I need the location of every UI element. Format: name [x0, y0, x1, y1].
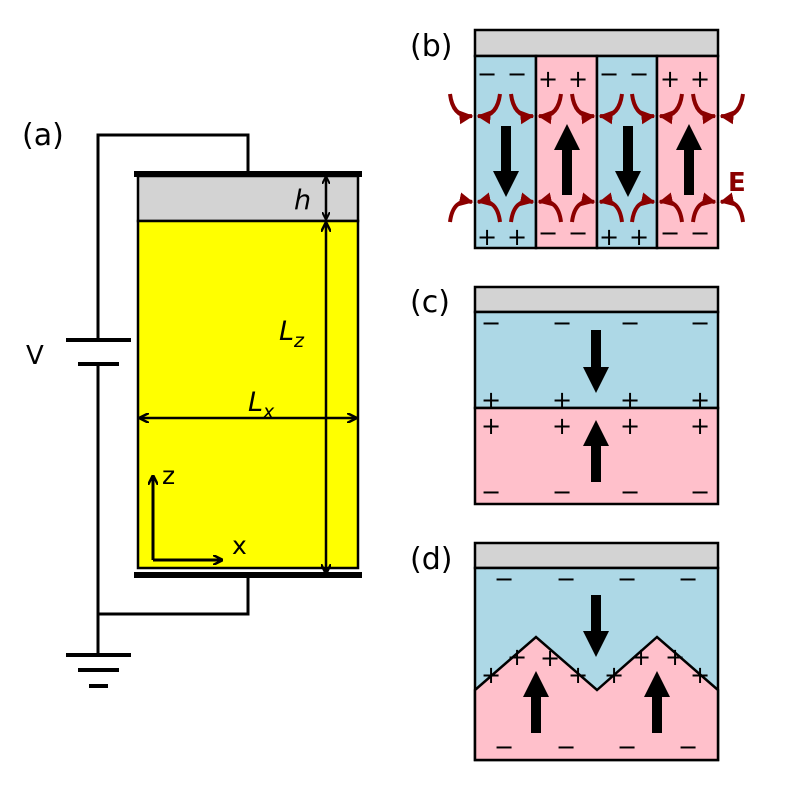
positive-charge: + — [477, 223, 497, 251]
x-axis-label: x — [232, 531, 247, 560]
positive-charge: + — [568, 65, 588, 93]
field-line-arrow — [476, 192, 502, 223]
positive-charge: + — [568, 661, 588, 689]
negative-charge: − — [620, 478, 640, 506]
positive-charge: + — [660, 65, 680, 93]
positive-charge: + — [540, 644, 560, 672]
positive-charge: + — [552, 412, 572, 440]
field-line-arrow — [537, 93, 563, 125]
panel-b-label: (b) — [410, 29, 452, 64]
positive-charge: + — [604, 661, 624, 689]
negative-charge: − — [629, 60, 649, 88]
positive-charge: + — [631, 643, 651, 671]
negative-charge: − — [556, 565, 576, 593]
field-line-arrow — [448, 93, 474, 125]
ground-icon — [66, 653, 131, 688]
panel-d: (d) −−−−−−−−++++++++ — [410, 541, 720, 762]
field-line-arrow — [570, 192, 596, 223]
negative-charge: − — [617, 733, 637, 761]
electrode-d — [473, 541, 720, 570]
field-line-arrow — [658, 93, 684, 125]
positive-charge: + — [507, 223, 527, 251]
field-line-arrow — [719, 192, 745, 223]
negative-charge: − — [538, 219, 558, 247]
positive-charge: + — [507, 643, 527, 671]
field-line-arrow — [691, 93, 717, 125]
panel-c-label: (c) — [410, 285, 450, 320]
field-line-arrow — [570, 93, 596, 125]
negative-charge: − — [690, 478, 710, 506]
polarization-arrow-up — [644, 671, 670, 733]
positive-charge: + — [538, 65, 558, 93]
panel-a: (a) V h Lz Lx z x — [22, 118, 362, 688]
panel-d-label: (d) — [410, 542, 452, 577]
field-line-arrow — [630, 192, 656, 223]
positive-charge: + — [690, 386, 710, 414]
panel-c: (c) −++−−++−−++−−++− — [410, 285, 720, 506]
field-line-arrow — [509, 192, 535, 223]
polarization-arrow-down — [583, 330, 609, 393]
circuit-wire — [96, 133, 250, 340]
circuit-wire — [98, 577, 250, 616]
positive-charge: + — [599, 223, 619, 251]
negative-charge: − — [481, 309, 501, 337]
field-line-arrow — [598, 93, 624, 125]
negative-charge: − — [599, 60, 619, 88]
positive-charge: + — [690, 661, 710, 689]
field-line-arrow — [509, 93, 535, 125]
positive-charge: + — [620, 412, 640, 440]
field-line-arrow — [476, 93, 502, 125]
negative-charge: − — [507, 60, 527, 88]
negative-charge: − — [481, 478, 501, 506]
positive-charge: + — [665, 643, 685, 671]
e-field-label: E — [728, 168, 746, 198]
field-line-arrow — [691, 192, 717, 223]
negative-charge: − — [690, 309, 710, 337]
negative-charge: − — [494, 733, 514, 761]
positive-charge: + — [629, 223, 649, 251]
negative-charge: − — [690, 219, 710, 247]
field-line-arrow — [598, 192, 624, 223]
negative-charge: − — [552, 478, 572, 506]
field-line-arrow — [448, 192, 474, 223]
negative-charge: − — [552, 309, 572, 337]
polarization-arrow-down — [583, 595, 609, 657]
polarization-arrow-up — [554, 124, 580, 195]
panel-a-label: (a) — [22, 118, 64, 153]
polarization-arrow-down — [615, 126, 641, 197]
electrode-b — [473, 28, 720, 58]
polarization-arrow-up — [583, 420, 609, 482]
field-line-arrow — [658, 192, 684, 223]
negative-charge: − — [620, 309, 640, 337]
field-line-arrow — [630, 93, 656, 125]
field-line-arrow — [537, 192, 563, 223]
lx-label: Lx — [248, 387, 275, 423]
negative-charge: − — [556, 733, 576, 761]
lz-label: Lz — [279, 316, 305, 352]
positive-charge: + — [481, 412, 501, 440]
electrode-c — [473, 285, 720, 314]
negative-charge: − — [494, 565, 514, 593]
negative-charge: − — [617, 565, 637, 593]
voltage-label: V — [26, 341, 44, 371]
positive-charge: + — [552, 386, 572, 414]
negative-charge: − — [568, 219, 588, 247]
positive-charge: + — [690, 412, 710, 440]
field-line-arrow — [719, 93, 745, 125]
positive-charge: + — [690, 65, 710, 93]
negative-charge: − — [678, 565, 698, 593]
polarization-arrow-down — [493, 126, 519, 197]
positive-charge: + — [481, 661, 501, 689]
polarization-arrow-up — [523, 671, 549, 733]
negative-charge: − — [477, 60, 497, 88]
negative-charge: − — [678, 733, 698, 761]
h-label: h — [294, 185, 311, 216]
negative-charge: − — [660, 219, 680, 247]
polarization-arrow-up — [676, 124, 702, 195]
panel-b: (b) −−++−−++++−−++−− E — [410, 28, 746, 251]
positive-charge: + — [481, 386, 501, 414]
z-axis-label: z — [162, 461, 175, 490]
positive-charge: + — [620, 386, 640, 414]
